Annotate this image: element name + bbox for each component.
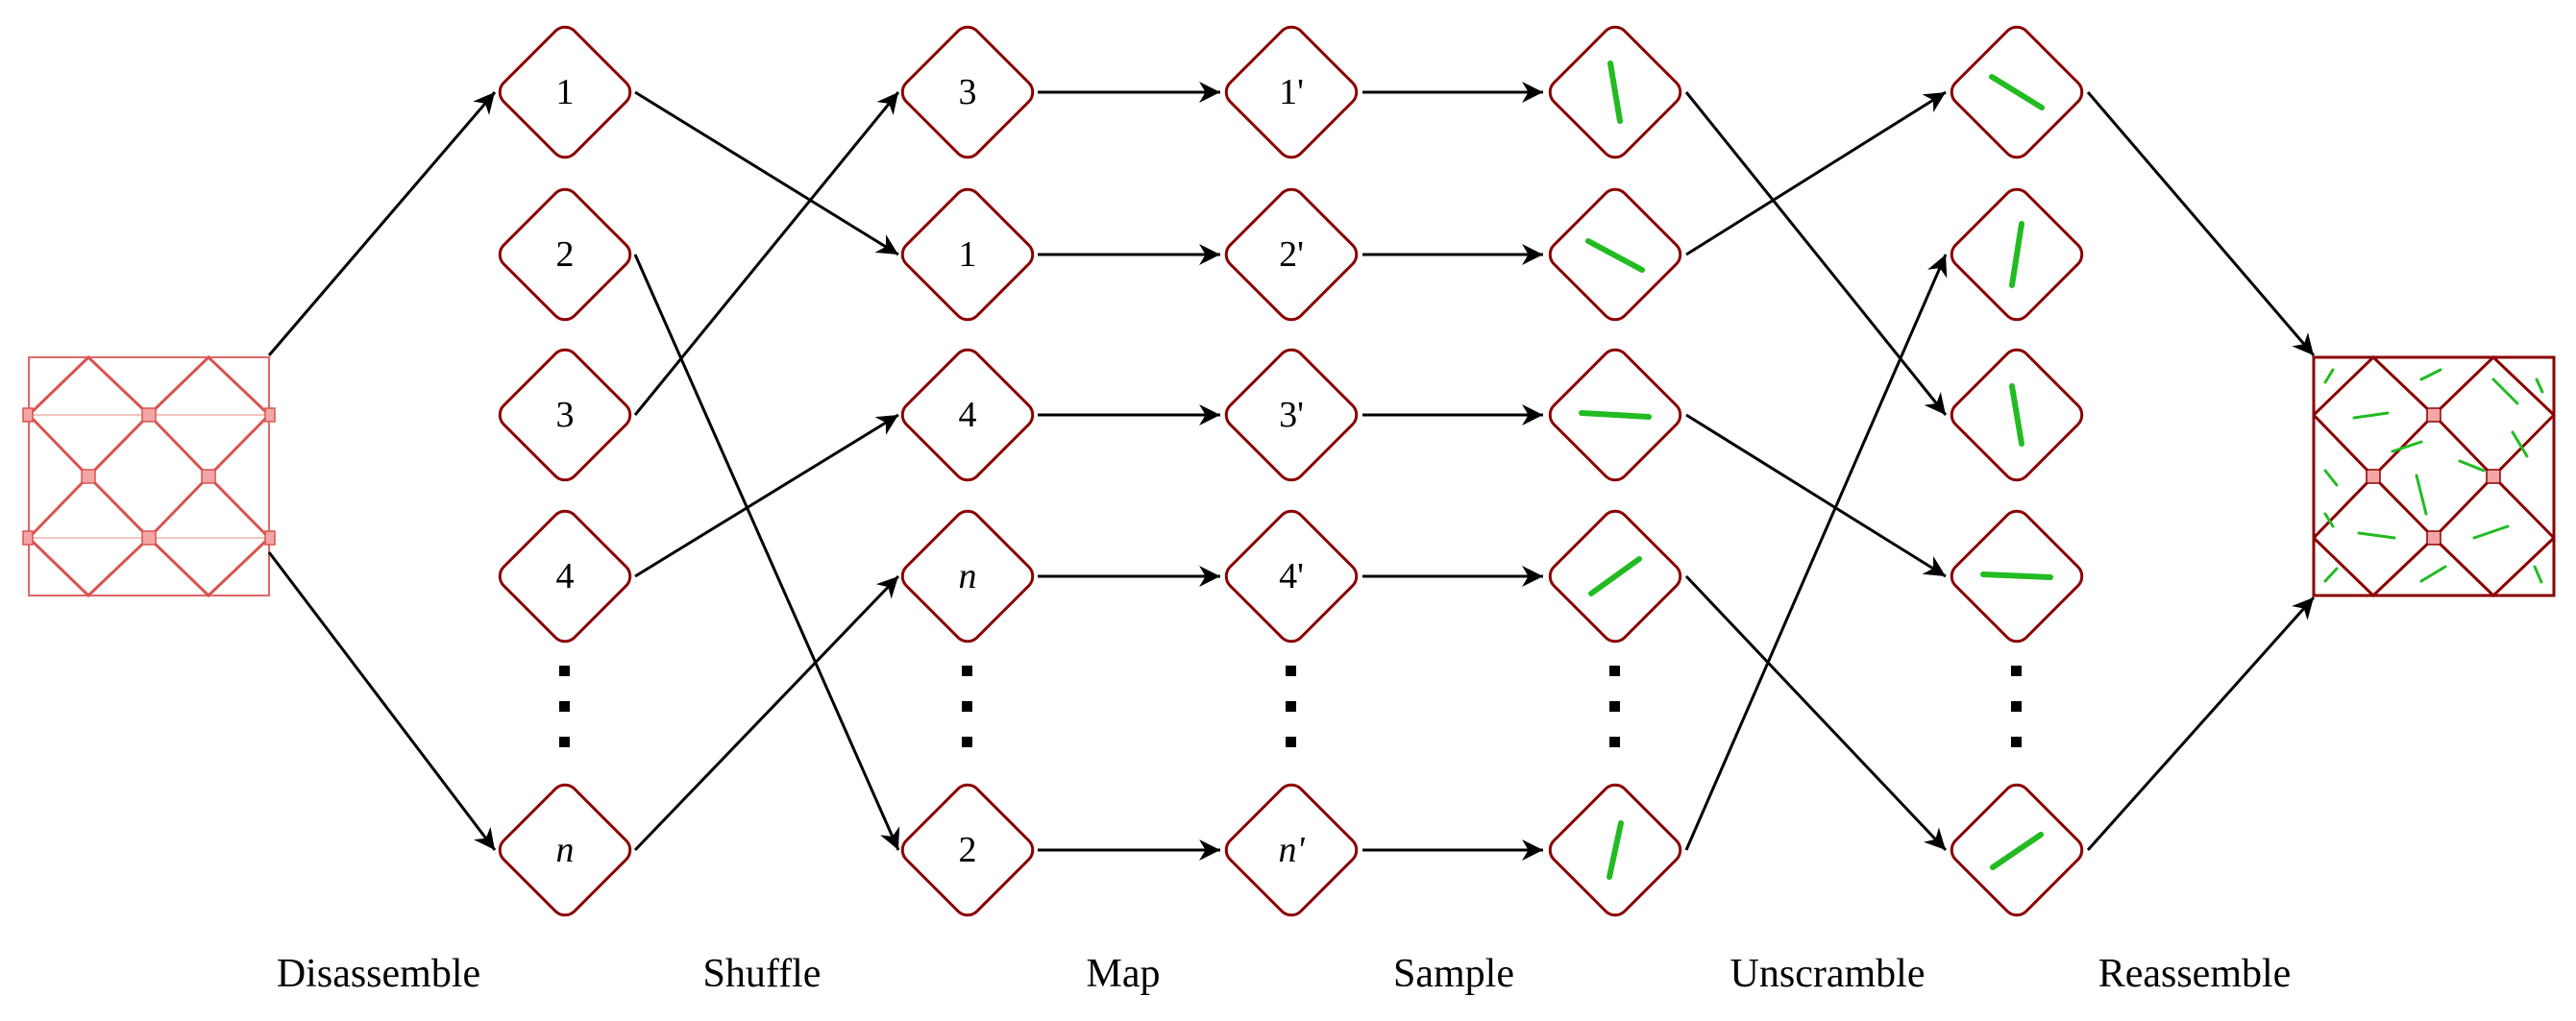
node-3: 3: [900, 25, 1035, 159]
column-mapped: 1' 2' 3' 4' n': [1224, 25, 1359, 917]
node-label: 2: [959, 830, 977, 870]
node-label: 3: [959, 72, 977, 112]
stage-label-sample: Sample: [1393, 952, 1514, 996]
sample-segment-icon: [1989, 74, 2045, 110]
stage-label-shuffle: Shuffle: [703, 952, 822, 996]
node-4-prime: 4': [1224, 509, 1359, 644]
vertical-dots-icon: [1286, 666, 1296, 747]
disassemble-arrows: [267, 91, 497, 851]
node-label: n: [556, 830, 575, 870]
stage-label-map: Map: [1087, 952, 1161, 996]
node-label: n': [1278, 830, 1305, 870]
stage-label-unscramble: Unscramble: [1730, 952, 1926, 996]
input-mesh-icon: [22, 354, 276, 598]
sample-node: [1548, 25, 1682, 159]
node-1: 1: [498, 25, 632, 159]
map-arrows: [1038, 82, 1220, 861]
column-sampled: [1548, 25, 1682, 917]
sample-segment-icon: [1607, 820, 1624, 880]
node-n: n: [498, 783, 632, 917]
vertical-dots-icon: [559, 666, 570, 747]
vertical-dots-icon: [962, 666, 972, 747]
node-1: 1: [900, 187, 1035, 322]
stage-labels: Disassemble Shuffle Map Sample Unscrambl…: [277, 952, 2291, 996]
node-n: n: [900, 509, 1035, 644]
sample-segment-icon: [2009, 221, 2024, 288]
node-n-prime: n': [1224, 783, 1359, 917]
node-3: 3: [498, 348, 632, 482]
vertical-dots-icon: [1609, 666, 1620, 747]
sample-segment-icon: [1607, 61, 1623, 124]
sample-segment-icon: [1990, 832, 2044, 870]
node-4: 4: [498, 509, 632, 644]
stage-label-reassemble: Reassemble: [2098, 952, 2292, 996]
sample-arrows: [1362, 82, 1543, 861]
sample-segment-icon: [1980, 571, 2053, 580]
sample-node: [1548, 348, 1682, 482]
node-2: 2: [498, 187, 632, 322]
sample-node: [1548, 783, 1682, 917]
node-label: 3: [556, 395, 575, 435]
sample-segment-icon: [2009, 383, 2024, 447]
sample-node: [1950, 348, 2084, 482]
sample-segment-icon: [1585, 238, 1645, 273]
sample-segment-icon: [1588, 556, 1642, 596]
node-1-prime: 1': [1224, 25, 1359, 159]
node-label: 1: [959, 234, 977, 275]
node-label: n: [959, 556, 977, 596]
column-shuffled: 3 1 4 n 2: [900, 25, 1035, 917]
unscramble-arrows: [1684, 90, 1948, 852]
column-disassembled: 1 2 3 4 n: [498, 25, 632, 917]
node-label: 4: [959, 395, 977, 435]
reassemble-arrows: [2086, 91, 2316, 851]
node-label: 1: [556, 72, 575, 112]
node-label: 1': [1279, 72, 1304, 112]
column-unscrambled: [1950, 25, 2084, 917]
vertical-dots-icon: [2011, 666, 2022, 747]
output-mesh-icon: [2312, 354, 2556, 598]
node-label: 3': [1279, 395, 1304, 435]
sample-node: [1548, 187, 1682, 322]
node-3-prime: 3': [1224, 348, 1359, 482]
node-label: 4: [556, 556, 575, 596]
sample-node: [1950, 187, 2084, 322]
node-label: 2: [556, 234, 575, 275]
node-2-prime: 2': [1224, 187, 1359, 322]
stage-label-disassemble: Disassemble: [277, 952, 480, 996]
node-2: 2: [900, 783, 1035, 917]
sample-node: [1950, 25, 2084, 159]
sample-node: [1548, 509, 1682, 644]
sample-node: [1950, 783, 2084, 917]
sample-node: [1950, 509, 2084, 644]
node-label: 4': [1279, 556, 1304, 596]
node-label: 2': [1279, 234, 1304, 275]
shuffle-arrows: [633, 90, 900, 852]
sample-segment-icon: [1579, 410, 1652, 420]
node-4: 4: [900, 348, 1035, 482]
